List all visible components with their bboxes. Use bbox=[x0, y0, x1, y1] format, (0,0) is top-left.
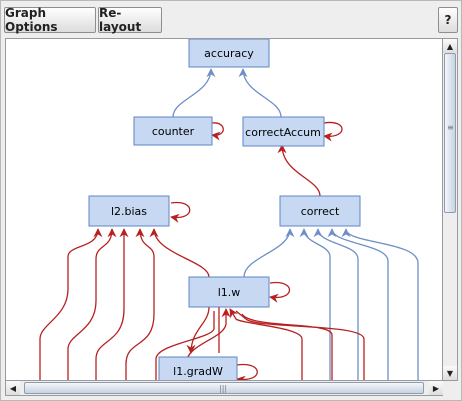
horizontal-scrollbar[interactable]: ◀ ||| ▶ bbox=[5, 381, 443, 396]
scroll-corner bbox=[443, 381, 458, 396]
node-correct-label: correct bbox=[301, 205, 340, 218]
scroll-left-icon[interactable]: ◀ bbox=[6, 381, 20, 395]
node-l2bias-label: l2.bias bbox=[111, 205, 147, 218]
edges-into-correct bbox=[243, 228, 419, 380]
edge-counter-accuracy bbox=[172, 68, 216, 118]
grip-icon: ≡ bbox=[447, 123, 454, 132]
vertical-scroll-thumb[interactable]: ≡ bbox=[444, 53, 456, 213]
node-l1w-label: l1.w bbox=[218, 286, 241, 299]
node-accuracy-label: accuracy bbox=[204, 47, 254, 60]
edge-correctaccum-accuracy bbox=[238, 68, 282, 118]
node-counter[interactable]: counter bbox=[133, 116, 213, 146]
toolbar: Graph Options Re-layout ? bbox=[1, 1, 461, 37]
edge-correct-correctaccum bbox=[277, 144, 321, 197]
horizontal-scroll-thumb[interactable]: ||| bbox=[24, 382, 424, 394]
node-l1gradw-label: l1.gradW bbox=[173, 365, 223, 378]
graph-options-button[interactable]: Graph Options bbox=[4, 6, 96, 34]
relayout-button[interactable]: Re-layout bbox=[98, 6, 162, 34]
node-correct[interactable]: correct bbox=[279, 195, 361, 227]
scroll-right-icon[interactable]: ▶ bbox=[429, 381, 443, 395]
self-loop-correctaccum bbox=[323, 121, 343, 142]
scroll-up-icon[interactable]: ▲ bbox=[443, 39, 457, 53]
node-l2bias[interactable]: l2.bias bbox=[88, 195, 170, 227]
grip-icon: ||| bbox=[219, 384, 228, 393]
self-loop-l1w bbox=[269, 281, 290, 303]
self-loop-counter bbox=[211, 122, 224, 141]
node-correctaccum-label: correctAccum bbox=[245, 126, 321, 139]
graph-svg: accuracy counter correctAccum l2.bias co… bbox=[39, 39, 419, 381]
graph-canvas[interactable]: accuracy counter correctAccum l2.bias co… bbox=[5, 38, 443, 381]
node-accuracy[interactable]: accuracy bbox=[188, 39, 270, 68]
edges-l1 bbox=[155, 306, 365, 380]
node-counter-label: counter bbox=[152, 125, 195, 138]
node-l1gradw[interactable]: l1.gradW bbox=[158, 356, 238, 381]
vertical-scrollbar[interactable]: ▲ ≡ ▼ bbox=[443, 38, 458, 381]
help-button[interactable]: ? bbox=[438, 7, 458, 33]
edges-into-l2bias bbox=[39, 228, 210, 380]
self-loop-l2bias bbox=[170, 201, 191, 223]
node-l1w[interactable]: l1.w bbox=[188, 276, 270, 308]
node-correctaccum[interactable]: correctAccum bbox=[242, 116, 325, 147]
scroll-down-icon[interactable]: ▼ bbox=[443, 366, 457, 380]
self-loop-l1gradw bbox=[236, 363, 258, 380]
